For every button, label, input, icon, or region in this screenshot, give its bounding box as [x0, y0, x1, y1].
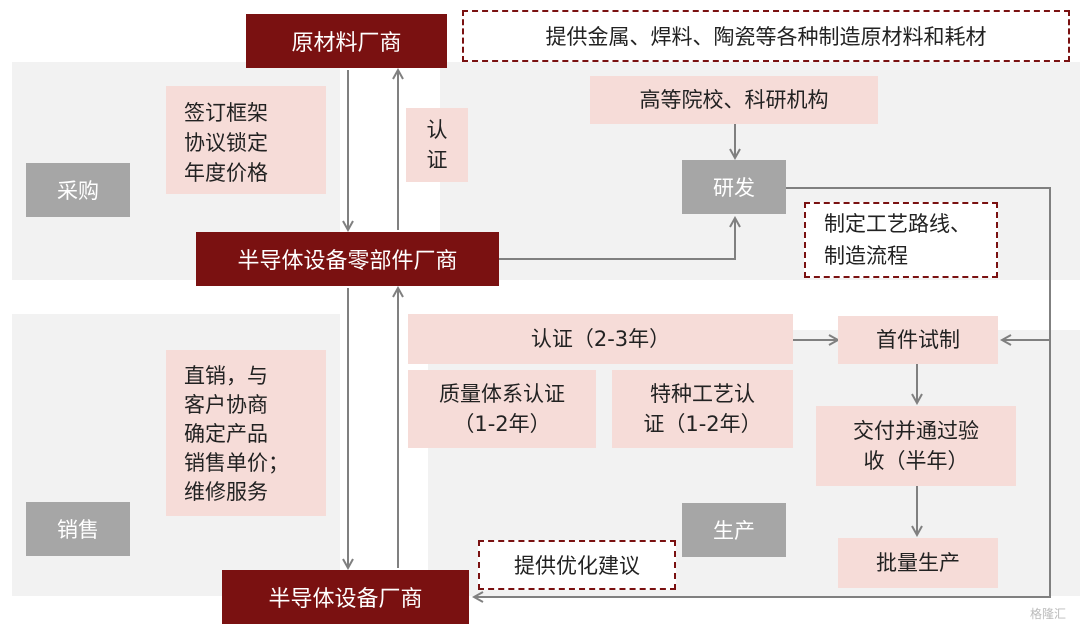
raw-material-supplier-box: 原材料厂商 — [246, 14, 447, 68]
certification-small-box: 认 证 — [406, 108, 468, 182]
process-route-note: 制定工艺路线、 制造流程 — [804, 202, 998, 278]
parts-maker-box: 半导体设备零部件厂商 — [196, 232, 499, 286]
framework-agreement-box: 签订框架 协议锁定 年度价格 — [166, 86, 326, 194]
rd-box: 研发 — [682, 160, 786, 214]
universities-box: 高等院校、科研机构 — [590, 76, 878, 124]
special-process-cert-box: 特种工艺认 证（1-2年） — [612, 370, 793, 448]
first-piece-trial-box: 首件试制 — [838, 316, 998, 364]
raw-material-note: 提供金属、焊料、陶瓷等各种制造原材料和耗材 — [462, 10, 1070, 62]
watermark-logo: 格隆汇 — [1029, 607, 1066, 621]
mass-production-box: 批量生产 — [838, 538, 998, 588]
certification-period-box: 认证（2-3年） — [408, 314, 793, 364]
quality-system-cert-box: 质量体系认证 （1-2年） — [408, 370, 596, 448]
delivery-acceptance-box: 交付并通过验 收（半年） — [816, 406, 1016, 486]
direct-sales-box: 直销，与 客户协商 确定产品 销售单价； 维修服务 — [166, 350, 326, 516]
optimize-advice-note: 提供优化建议 — [478, 540, 676, 590]
arrow-parts-to-rd — [499, 218, 735, 260]
production-label: 生产 — [682, 503, 786, 557]
arrow-mass-to-equipment — [474, 340, 1051, 597]
equipment-maker-box: 半导体设备厂商 — [222, 570, 469, 624]
arrow-rd-to-trial — [786, 187, 1051, 340]
sales-label: 销售 — [26, 502, 130, 556]
procurement-label: 采购 — [26, 163, 130, 217]
